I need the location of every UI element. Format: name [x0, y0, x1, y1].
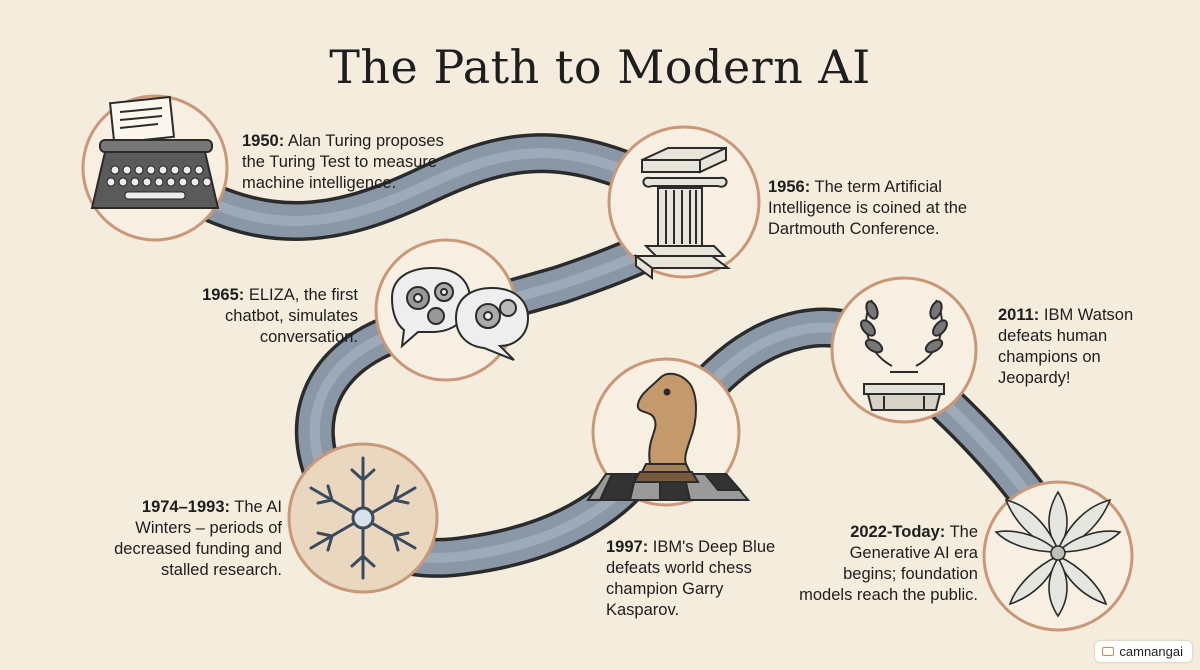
- event-text: The Generative AI era begins; foundation…: [799, 523, 978, 604]
- event-text: The AI Winters – periods of decreased fu…: [114, 498, 282, 579]
- event-2011: 2011: IBM Watson defeats human champions…: [998, 305, 1138, 389]
- snowflake-icon: [309, 456, 417, 580]
- event-year: 1950:: [242, 132, 285, 150]
- event-year: 2022-Today:: [850, 523, 946, 541]
- event-text: Alan Turing proposes the Turing Test to …: [242, 132, 444, 192]
- milestone-1965: [374, 238, 530, 382]
- event-text: IBM's Deep Blue defeats world chess cham…: [606, 538, 776, 619]
- event-text: IBM Watson defeats human champions on Je…: [998, 306, 1134, 387]
- speech-gears-icon: [390, 266, 530, 361]
- milestone-1974: [287, 442, 439, 594]
- lotus-icon: [994, 490, 1122, 618]
- watermark-text: camnangai: [1119, 644, 1183, 659]
- laurel-podium-icon: [860, 299, 948, 411]
- milestone-1950: [81, 94, 229, 242]
- event-1965: 1965: ELIZA, the first chatbot, simulate…: [196, 285, 358, 348]
- page-title: The Path to Modern AI: [329, 40, 871, 94]
- event-year: 1956:: [768, 178, 811, 196]
- column-icon: [633, 146, 731, 280]
- event-2022: 2022-Today: The Generative AI era begins…: [796, 522, 978, 606]
- event-1956: 1956: The term Artificial Intelligence i…: [768, 177, 978, 240]
- event-text: ELIZA, the first chatbot, simulates conv…: [225, 286, 358, 346]
- event-year: 2011:: [998, 306, 1040, 324]
- event-year: 1997:: [606, 538, 649, 556]
- chess-knight-icon: [586, 372, 751, 501]
- event-1997: 1997: IBM's Deep Blue defeats world ches…: [606, 537, 776, 621]
- event-1950: 1950: Alan Turing proposes the Turing Te…: [242, 131, 452, 194]
- milestone-1997: [586, 357, 751, 507]
- typewriter-icon: [90, 95, 220, 209]
- book-icon: [1102, 647, 1115, 656]
- event-text: The term Artificial Intelligence is coin…: [768, 178, 968, 238]
- event-year: 1965:: [202, 286, 245, 304]
- event-year: 1974–1993:: [141, 498, 230, 516]
- watermark-badge: camnangai: [1095, 641, 1192, 662]
- milestone-2022: [982, 480, 1134, 632]
- event-1974: 1974–1993: The AI Winters – periods of d…: [102, 497, 282, 581]
- milestone-2011: [830, 276, 978, 424]
- milestone-1956: [607, 125, 761, 280]
